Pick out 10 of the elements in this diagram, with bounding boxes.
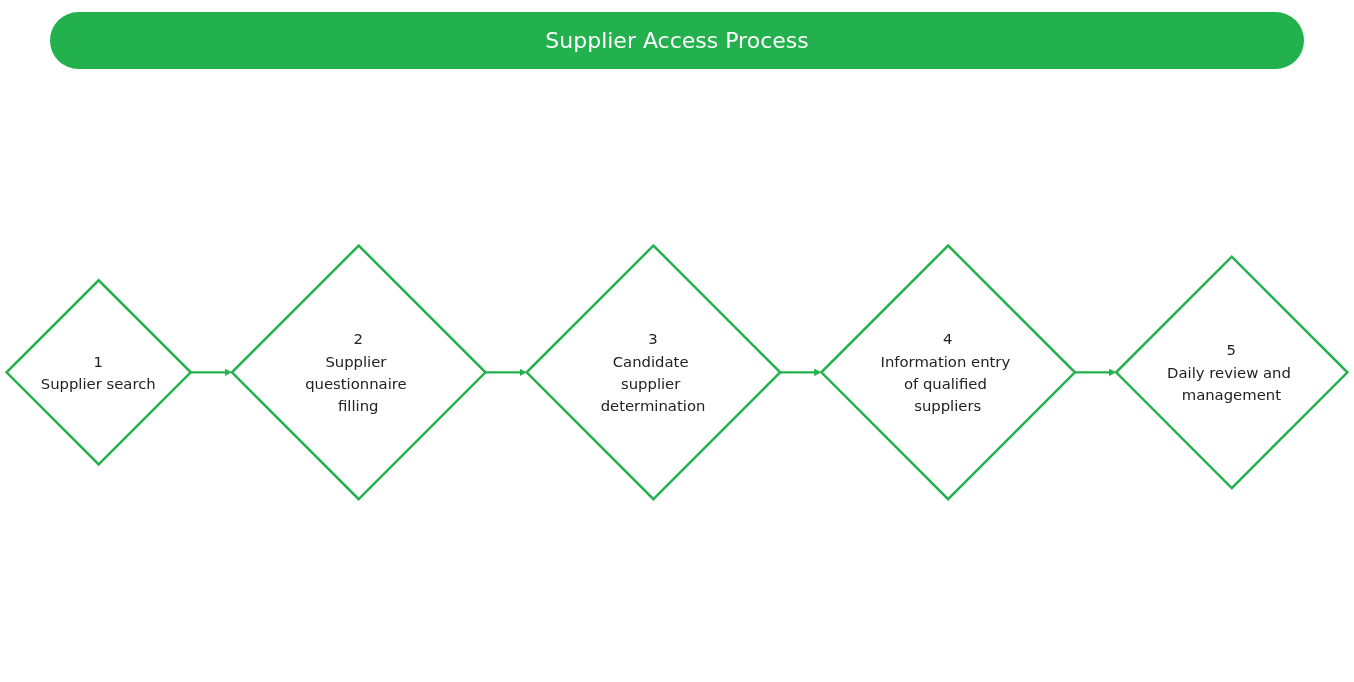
title-banner: Supplier Access Process bbox=[50, 12, 1304, 69]
node-diamond: 4 Information entry of qualified suppliers bbox=[819, 243, 1077, 501]
arrow bbox=[1074, 368, 1116, 376]
arrow bbox=[190, 368, 232, 376]
node-diamond: 5 Daily review and management bbox=[1114, 254, 1350, 490]
node-diamond: 2 Supplier questionnaire filling bbox=[230, 243, 488, 501]
node-diamond: 1 Supplier search bbox=[4, 278, 193, 466]
arrow bbox=[779, 368, 822, 376]
node-diamond: 3 Candidate supplier determination bbox=[524, 243, 782, 501]
arrow bbox=[485, 368, 527, 376]
